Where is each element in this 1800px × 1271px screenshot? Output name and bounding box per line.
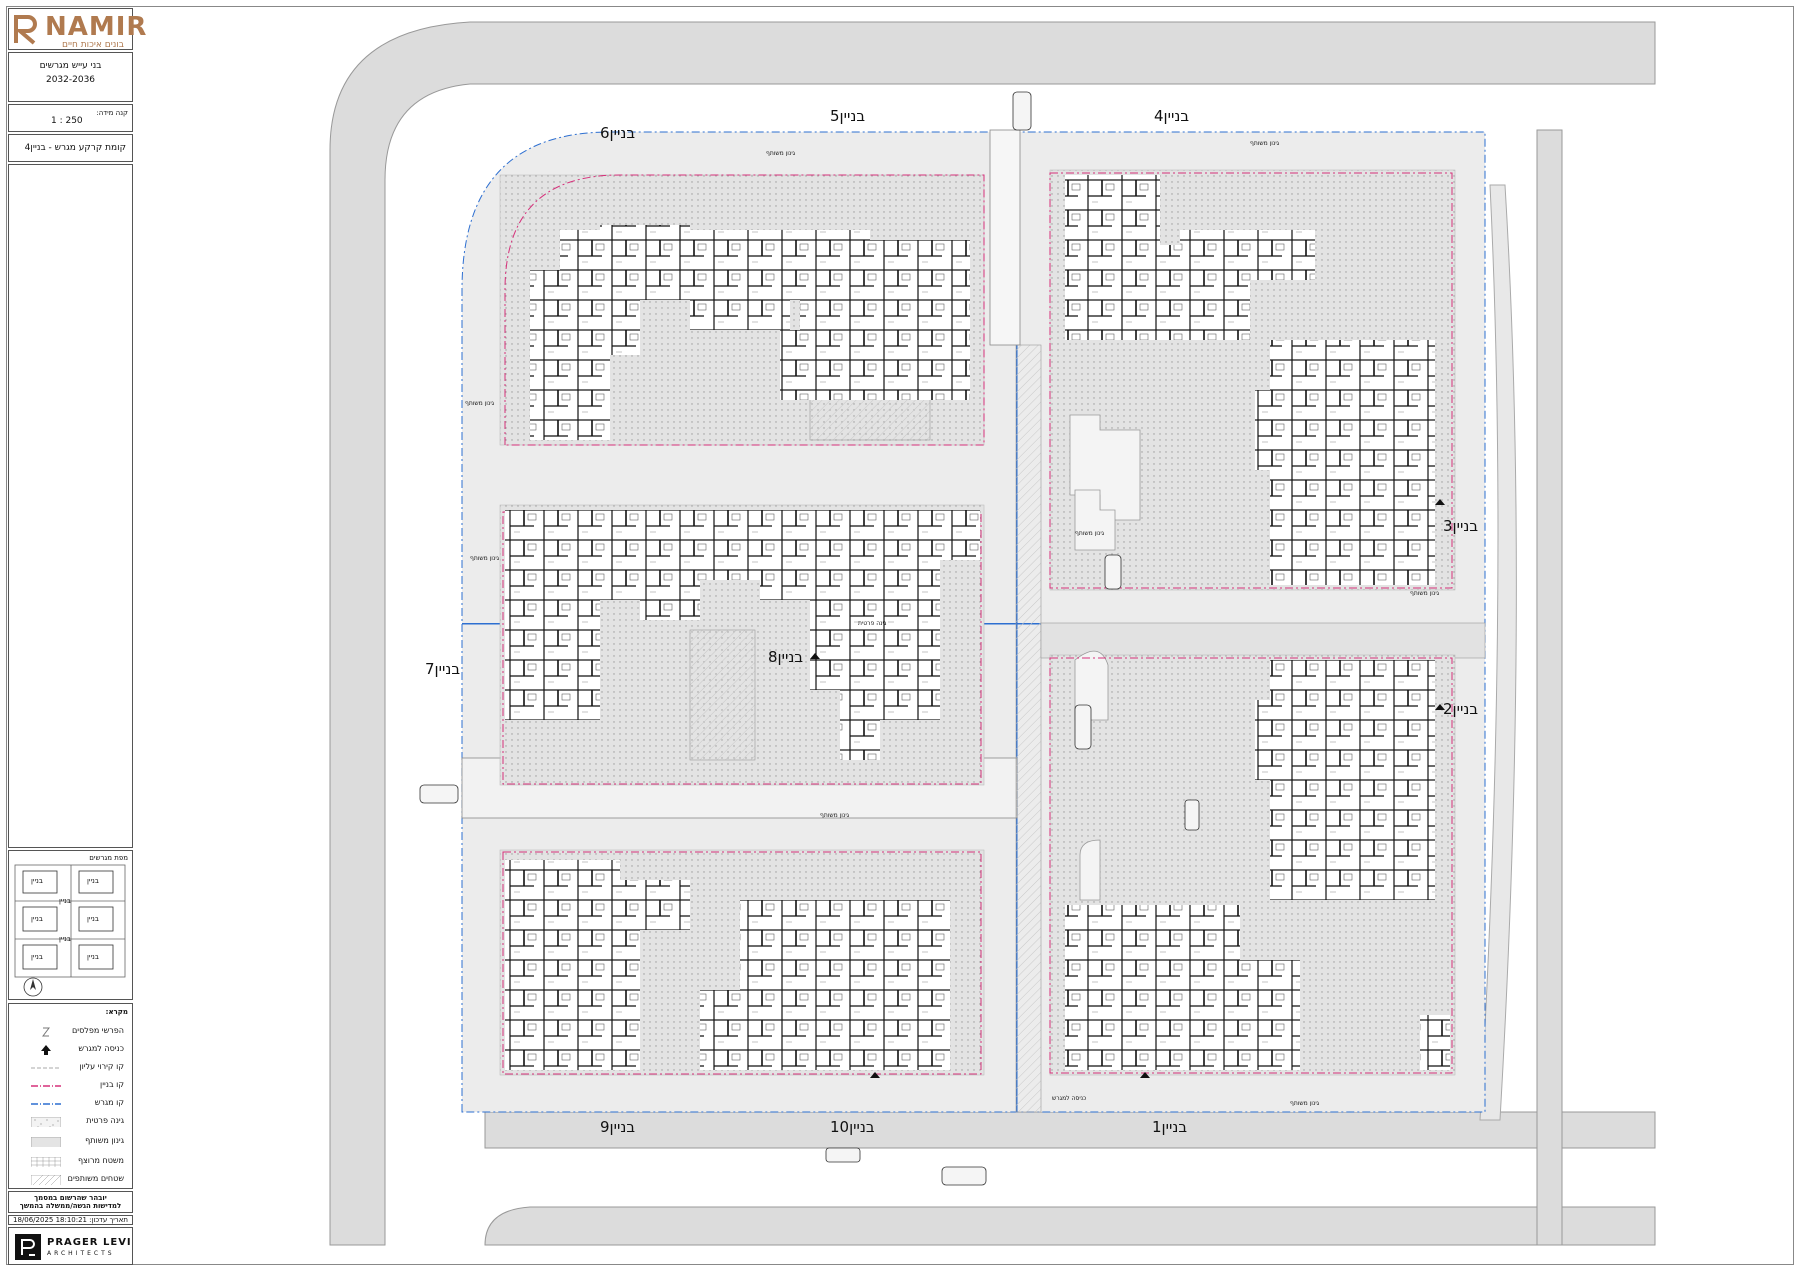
building-lines [502,172,1453,1075]
entry-arrows [810,499,1445,1078]
legend-item-plot-line: קו מגרש [13,1096,128,1112]
tag-common-garden-3: גינון משותף [470,555,500,562]
label-building-7: בניין7 [425,660,461,678]
legend-item-roof-line: קו קירוי עליון [13,1060,128,1076]
key-cell-1: בניין [31,877,43,885]
tag-common-garden-1: גינון משותף [766,150,796,157]
road-south [484,1111,1656,1149]
namir-logo-icon [14,15,37,45]
diagonal-hatch-icon [31,1175,61,1185]
label-building-2: בניין2 [1443,700,1479,718]
scale-value: 1 : 250 [51,116,83,126]
tag-common-garden-7: גינון משותף [1075,530,1105,537]
date-label: תאריך עדכון: [89,1216,128,1224]
legend-item-entry: כניסה למגרש [13,1042,128,1058]
legend-title: מקרא: [105,1008,128,1016]
note-line-2: למדישות הגשה/ממשלה בהמשך [19,1202,122,1210]
label-building-5: בניין5 [830,107,866,125]
note-line-1: יובהר שהרשום במסמך [34,1194,107,1202]
road-south-outer [484,1206,1656,1246]
tag-common-garden-8: גינון משותף [820,812,850,819]
level-change-icon [42,1027,50,1037]
key-plan-header: מפת מגרשים [89,854,128,862]
brand-tagline: בונים איכות חיים [62,40,124,50]
building-footprints [505,175,1450,1070]
note-panel: יובהר שהרשום במסמך למדישות הגשה/ממשלה בה… [8,1191,133,1213]
label-building-1: בניין1 [1152,1118,1188,1136]
label-building-10: בניין10 [830,1118,875,1136]
legend-panel: מקרא: הפרשי מפלסים כניסה למגרש קו קירוי … [8,1003,133,1189]
legend-item-common-garden: גינון משותף [13,1134,128,1150]
empty-notes-panel [8,164,133,848]
key-cell-3: בניין [31,915,43,923]
brand-panel: NAMIR בונים איכות חיים [8,8,146,50]
scale-panel: קנה מידה: 1 : 250 [8,104,133,132]
dashed-line-gray-icon [31,1067,61,1069]
sheet-title-panel: קומת קרקע מגרש - בניין4 [8,134,133,162]
dash-dot-blue-icon [31,1103,61,1105]
key-plan-panel: מפת מגרשים בניין בניין בניין בניין בניין… [8,850,133,1000]
scale-label: קנה מידה: [96,109,128,117]
dash-dot-red-icon [31,1085,61,1087]
architect-name: PRAGER LEVI [47,1237,132,1248]
sheet-title: קומת קרקע מגרש - בניין4 [24,143,126,153]
tag-common-garden-4: גינון משותף [1410,590,1440,597]
key-cell-6: בניין [87,953,99,961]
legend-item-private-garden: גינה פרטית [13,1114,128,1130]
key-cell-2: בניין [87,877,99,885]
architect-sub: ARCHITECTS [47,1250,115,1257]
vehicles [419,91,1200,1186]
key-cell-7: בניין [59,897,71,905]
dotted-hatch-icon [31,1117,61,1127]
label-building-9: בניין9 [600,1118,636,1136]
architect-panel: PRAGER LEVI ARCHITECTS [8,1227,133,1265]
project-years: 2032-2036 [45,75,96,85]
tag-private-garden: גינה פרטית [858,620,887,627]
tag-common-garden-2: גינון משותף [1250,140,1280,147]
legend-item-level-change: הפרשי מפלסים [13,1024,128,1040]
north-arrow-icon [23,977,43,997]
key-cell-8: בניין [59,935,71,943]
project-name: בני עייש מגרשים [39,61,102,71]
date-value: 18/06/2025 18:10:21 [13,1216,88,1224]
entry-arrow-icon [41,1045,51,1055]
date-panel: תאריך עדכון: 18/06/2025 18:10:21 [8,1215,133,1225]
north-access-road [989,129,1021,346]
legend-item-paved: משטח מרוצף [13,1154,128,1170]
legend-item-common-areas: שטחים משותפים [13,1172,128,1188]
road-north-west [329,21,1656,1246]
label-building-6: בניין6 [600,124,636,142]
tag-common-garden-5: גינון משותף [1290,1100,1320,1107]
key-cell-5: בניין [31,953,43,961]
tag-common-garden-6: גינון משותף [465,400,495,407]
project-panel: בני עייש מגרשים 2032-2036 [8,52,133,102]
sheet-border [6,6,1794,1265]
legend-item-building-line: קו בניין [13,1078,128,1094]
label-building-4: בניין4 [1154,107,1190,125]
label-building-3: בניין3 [1443,517,1479,535]
road-east [1536,129,1563,1246]
grid-hatch-icon [31,1157,61,1167]
key-cell-4: בניין [87,915,99,923]
label-building-8: בניין8 [768,648,804,666]
fine-dots-icon [31,1137,61,1147]
brand-logo-text: NAMIR [45,12,148,42]
key-plan-diagram [14,864,126,997]
prager-levi-logo-icon [15,1234,41,1260]
tag-entry: כניסה למגרש [1052,1095,1087,1102]
